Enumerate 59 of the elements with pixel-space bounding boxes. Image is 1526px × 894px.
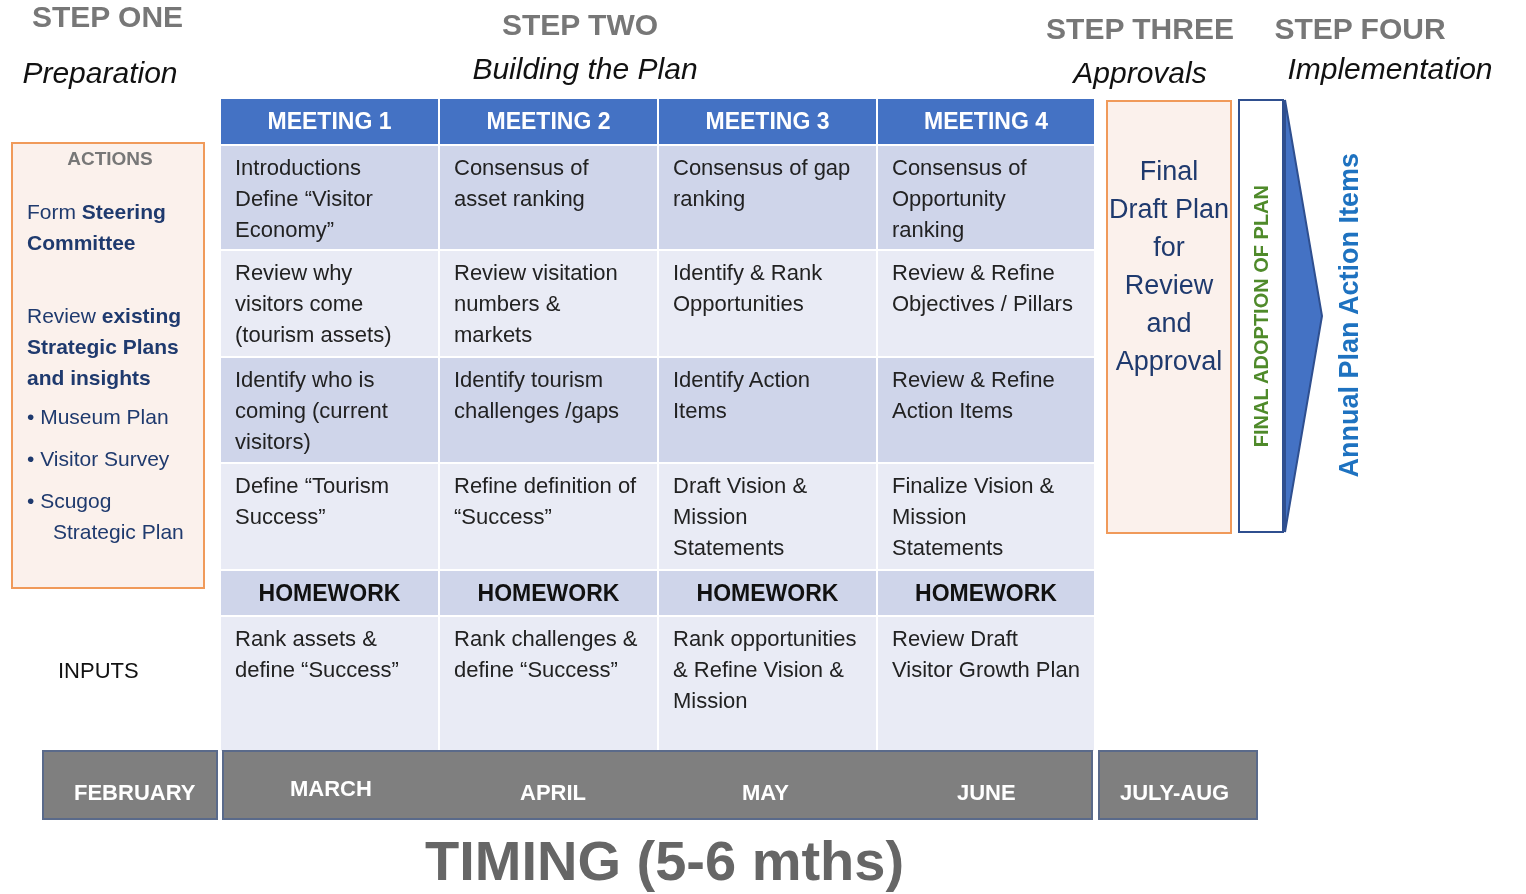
row-header: HOMEWORK (440, 571, 657, 615)
row-header: HOMEWORK (221, 571, 438, 615)
step-subtitle: Implementation (1286, 52, 1494, 86)
approval-box: Final Draft Plan for Review and Approval (1106, 100, 1232, 534)
step-heading: STEP THREE (1045, 12, 1235, 46)
table-cell: Review why visitors come (tourism assets) (221, 251, 438, 356)
month-label: JUNE (957, 780, 1016, 806)
month-bar (1098, 750, 1258, 820)
panel-heading: ACTIONS (66, 148, 154, 170)
table-cell: Rank challenges & define “Success” (440, 617, 657, 751)
row-label: INPUTS (58, 658, 139, 684)
month-label: MAY (742, 780, 789, 806)
table-cell: Introductions Define “Visitor Economy” (221, 146, 438, 249)
table-cell: Consensus of asset ranking (440, 146, 657, 249)
table-cell: Identify tourism challenges /gaps (440, 358, 657, 462)
month-label: MARCH (290, 776, 372, 802)
bullet-item: • Museum Plan (27, 404, 170, 430)
column-header: MEETING 1 (221, 99, 438, 144)
actions-panel (11, 142, 205, 589)
table-cell: Define “Tourism Success” (221, 464, 438, 569)
table-cell: Review visitation numbers & markets (440, 251, 657, 356)
vertical-label: FINAL ADOPTION OF PLAN (1249, 184, 1273, 448)
table-cell: Identify & Rank Opportunities (659, 251, 876, 356)
step-heading: STEP FOUR (1273, 12, 1447, 46)
adoption-box (1238, 99, 1284, 533)
chevron-arrow (1284, 99, 1323, 533)
column-header: MEETING 2 (440, 99, 657, 144)
action-text: Form Steering Committee (27, 199, 167, 256)
table-cell: Review & Refine Objectives / Pillars (878, 251, 1094, 356)
row-header: HOMEWORK (878, 571, 1094, 615)
table-cell: Draft Vision & Mission Statements (659, 464, 876, 569)
action-text: Review existing Strategic Plans and insights (27, 303, 183, 391)
timing-caption: TIMING (5-6 mths) (425, 828, 905, 893)
column-header: MEETING 3 (659, 99, 876, 144)
row-header: HOMEWORK (659, 571, 876, 615)
table-cell: Review & Refine Action Items (878, 358, 1094, 462)
month-bar (42, 750, 218, 820)
table-cell: Identify who is coming (current visitors) (221, 358, 438, 462)
month-label: JULY-AUG (1120, 780, 1230, 806)
bullet-item: • Visitor Survey (27, 446, 171, 472)
step-subtitle: Preparation (21, 56, 179, 90)
month-label: APRIL (520, 780, 586, 806)
table-cell: Refine definition of “Success” (440, 464, 657, 569)
step-subtitle: Approvals (1071, 56, 1208, 90)
column-header: MEETING 4 (878, 99, 1094, 144)
vertical-caption: Annual Plan Action Items (1333, 152, 1365, 478)
table-cell: Rank assets & define “Success” (221, 617, 438, 751)
table-cell: Identify Action Items (659, 358, 876, 462)
table-cell: Review Draft Visitor Growth Plan (878, 617, 1094, 751)
table-cell: Rank opportunities & Refine Vision & Mission (659, 617, 876, 751)
step-heading: STEP ONE (30, 0, 185, 34)
month-label: FEBRUARY (74, 780, 196, 806)
month-bar (222, 750, 1093, 820)
step-heading: STEP TWO (500, 8, 660, 42)
step-subtitle: Building the Plan (471, 52, 699, 86)
table-cell: Consensus of Opportunity ranking (878, 146, 1094, 249)
bullet-item: • Scugog Strategic Plan (27, 488, 185, 545)
table-cell: Consensus of gap ranking (659, 146, 876, 249)
table-cell: Finalize Vision & Mission Statements (878, 464, 1094, 569)
